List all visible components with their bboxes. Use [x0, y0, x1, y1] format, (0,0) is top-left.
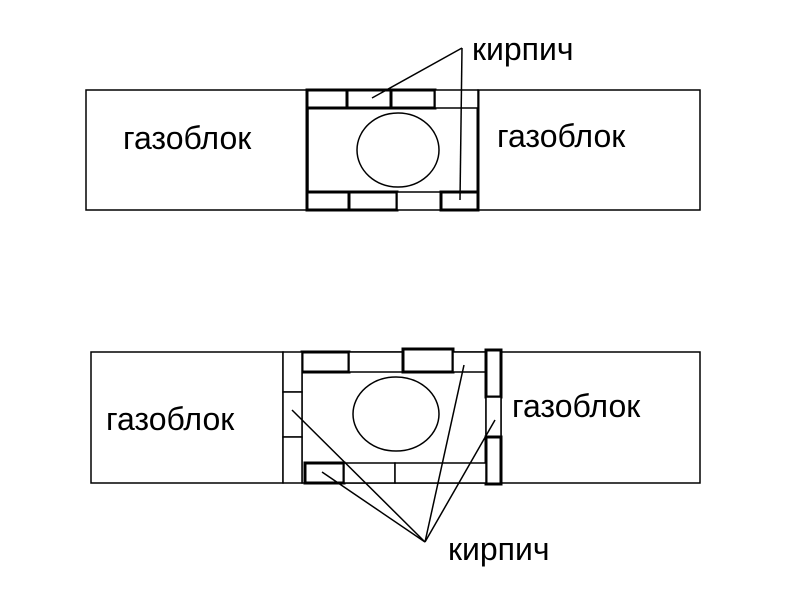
top-left-gasblock-label: газоблок — [123, 120, 252, 156]
top-brick-lower-3 — [396, 191, 442, 211]
top-brick-lower-1 — [305, 190, 351, 212]
top-brick-upper-3 — [389, 88, 437, 110]
top-leader-upper — [371, 47, 463, 99]
bottom-flue-hole — [352, 376, 440, 452]
bottom-brick-upper-4 — [452, 351, 487, 373]
bottom-right-gasblock-label: газоблок — [512, 388, 641, 424]
bottom-diagram: газоблок газоблок кирпич — [90, 347, 701, 567]
bottom-leader-upper — [424, 364, 465, 543]
bottom-leader-right — [424, 419, 496, 543]
top-brick-lower-2 — [347, 190, 399, 212]
top-right-gasblock-label: газоблок — [497, 118, 626, 154]
bottom-brick-upper-3 — [401, 347, 455, 374]
bottom-leader-lower — [321, 471, 426, 543]
top-brick-upper-4 — [434, 89, 479, 109]
top-brick-upper-1 — [305, 88, 349, 110]
top-leader-lower — [459, 47, 463, 201]
bottom-brick-right-1 — [484, 348, 503, 399]
bottom-brick-left-3 — [282, 436, 303, 484]
top-flue-hole — [356, 112, 440, 188]
bottom-brick-lower-2 — [343, 462, 396, 484]
bottom-leader-left — [291, 409, 426, 543]
top-diagram: газоблок газоблок кирпич — [85, 31, 701, 212]
bottom-left-gasblock-label: газоблок — [106, 401, 235, 437]
bottom-brick-right-3 — [484, 435, 503, 486]
bottom-brick-upper-1 — [300, 350, 351, 374]
bottom-brick-left-2 — [282, 391, 303, 438]
top-brick-label: кирпич — [472, 31, 574, 67]
bottom-brick-upper-2 — [348, 351, 404, 373]
top-brick-upper-2 — [345, 88, 393, 110]
bottom-brick-left-1 — [282, 351, 303, 393]
bottom-brick-label: кирпич — [448, 531, 550, 567]
